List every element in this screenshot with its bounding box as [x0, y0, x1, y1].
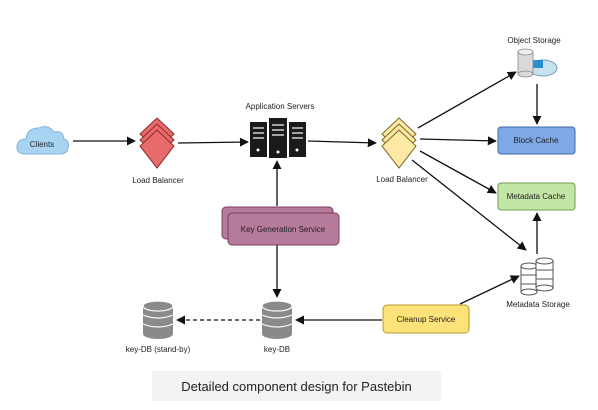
lb-right-diamond-3 [381, 129, 417, 169]
metadata-storage-label: Metadata Storage [506, 300, 570, 309]
figure-caption: Detailed component design for Pastebin [152, 371, 441, 401]
lb-right-label: Load Balancer [376, 175, 428, 184]
key-db: key-DB [261, 300, 293, 354]
kgs-box-front [227, 212, 340, 246]
database-icon [142, 300, 174, 339]
edge-cleanup-metastorage [459, 275, 520, 305]
key-db-standby: key-DB (stand-by) [126, 300, 191, 354]
database-icon [261, 300, 293, 339]
cloud-icon [16, 126, 69, 155]
edge-lb2-blockcache [419, 136, 497, 146]
metadata-cache: Metadata Cache [497, 182, 576, 211]
caption-text: Detailed component design for Pastebin [181, 378, 412, 394]
edge-lb2-objectstorage [417, 71, 517, 129]
cleanup-label: Cleanup Service [397, 315, 456, 324]
edge-lb2-metastorage [411, 159, 527, 251]
kgs-label: Key Generation Service [241, 225, 326, 234]
edge-lb2-metacache [419, 150, 497, 194]
lb-left-diamond-3 [139, 129, 175, 169]
block-cache: Block Cache [497, 126, 576, 155]
edge-lb-app [177, 137, 249, 147]
application-servers: Application Servers [246, 102, 315, 158]
object-storage-label: Object Storage [507, 36, 561, 45]
clients-node: Clients [16, 126, 69, 155]
load-balancer-left: Load Balancer [132, 117, 184, 185]
edge-app-lb2 [307, 138, 377, 148]
metadata-cache-label: Metadata Cache [507, 192, 566, 201]
key-generation-service: Key Generation Service [221, 206, 340, 246]
cleanup-box [382, 304, 470, 334]
lb-left-label: Load Balancer [132, 176, 184, 185]
block-cache-label: Block Cache [514, 136, 559, 145]
edges [73, 71, 542, 325]
metadata-cache-box [497, 182, 576, 211]
key-db-label: key-DB [264, 345, 290, 354]
block-cache-box [497, 126, 576, 155]
server-icon-2 [269, 118, 287, 158]
database-icon [520, 265, 538, 293]
metadata-storage [520, 257, 554, 296]
app-servers-label: Application Servers [246, 102, 315, 111]
clients-label: Clients [30, 140, 54, 149]
server-icon-1 [250, 122, 267, 157]
load-balancer-right: Load Balancer [376, 117, 428, 184]
key-db-standby-label: key-DB (stand-by) [126, 345, 191, 354]
cleanup-service: Cleanup Service [382, 304, 470, 334]
server-icon-3 [289, 122, 306, 157]
object-storage: Object Storage [507, 36, 561, 78]
